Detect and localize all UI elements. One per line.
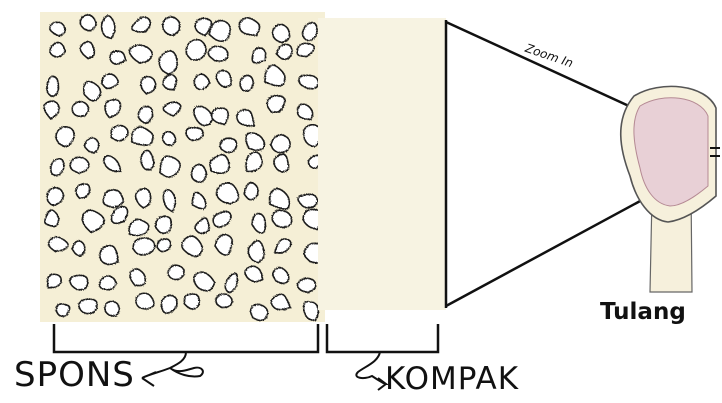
kompak-label: KOMPAK bbox=[385, 361, 519, 397]
kompak-arrow bbox=[356, 352, 386, 390]
bone-illustration bbox=[621, 86, 720, 292]
compact-bone-area bbox=[318, 18, 446, 310]
spons-label: SPONS bbox=[14, 355, 135, 395]
compact-bracket bbox=[327, 324, 438, 352]
spongy-pore bbox=[100, 276, 117, 290]
tulang-label: Tulang bbox=[600, 299, 686, 325]
spongy-pore bbox=[159, 51, 177, 74]
spongy-bracket bbox=[54, 324, 318, 352]
spons-arrow bbox=[142, 352, 203, 386]
